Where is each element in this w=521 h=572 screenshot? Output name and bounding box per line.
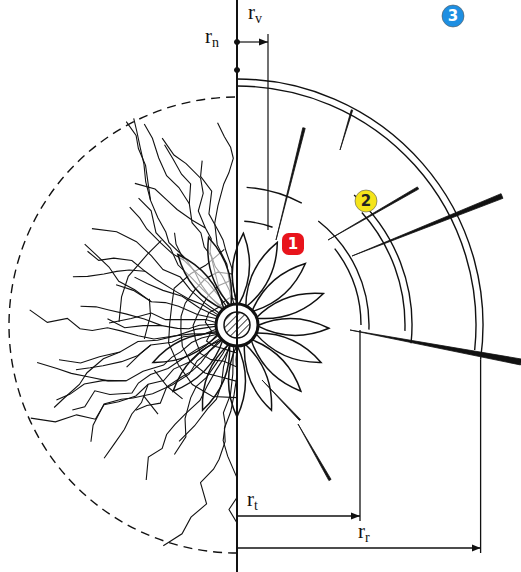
ring-crack [119, 240, 161, 322]
crack-wedge [298, 424, 331, 481]
radius-label: rt [245, 489, 260, 513]
branch-crack [130, 207, 184, 260]
axis-line [236, 0, 238, 572]
radius-label: rn [203, 26, 221, 50]
zone-number-badge: 3 [442, 5, 464, 27]
badge-fill [355, 190, 377, 212]
badge-fill [442, 5, 464, 27]
dimension-arrow [237, 515, 360, 516]
branch-crack [37, 362, 126, 380]
branch-crack [135, 183, 206, 228]
ring-crack [144, 396, 158, 414]
dimension-lines [235, 0, 481, 572]
petal [244, 344, 271, 411]
zone-number: 1 [282, 233, 304, 252]
ring-crack [144, 299, 150, 339]
petal [208, 238, 232, 306]
zone-number-badge: 1 [282, 233, 304, 255]
radial-crack [163, 347, 237, 546]
zone-arc [237, 86, 476, 350]
crack-wedge [262, 380, 301, 421]
radius-label: rr [356, 521, 372, 545]
crack-wedge [350, 330, 521, 365]
branch-crack [54, 352, 120, 408]
branch-crack [85, 244, 152, 302]
badge-fill [282, 233, 304, 255]
zone-number: 2 [355, 190, 377, 209]
crack-wedge [340, 110, 353, 150]
radial-cracks-right [262, 110, 521, 481]
branch-crack [73, 270, 145, 277]
radius-label: rv [246, 2, 264, 26]
crack-network [30, 118, 237, 546]
extension-line [359, 330, 360, 521]
axis-dot [235, 68, 240, 73]
zone-arc [335, 249, 361, 325]
dimension-arrow [237, 547, 481, 548]
zone-arc [354, 195, 412, 343]
crack-wedge [276, 128, 305, 240]
dimension-arrow [237, 41, 268, 42]
branch-crack [76, 345, 151, 370]
crushed-zone-petals [153, 233, 329, 417]
branch-crack [144, 124, 189, 204]
axis-dot [235, 40, 240, 45]
zone-arc [247, 187, 302, 203]
extension-line [267, 34, 268, 230]
branch-crack [104, 384, 148, 458]
zone-arc [318, 221, 369, 330]
petal [256, 293, 324, 318]
radial-crack [30, 310, 216, 339]
extension-line [480, 359, 481, 553]
zone-number: 3 [442, 5, 464, 24]
zone-number-badge: 2 [355, 190, 377, 212]
crack-wedge [328, 187, 419, 240]
petal [153, 333, 219, 362]
crack-limit-circle [9, 97, 237, 553]
